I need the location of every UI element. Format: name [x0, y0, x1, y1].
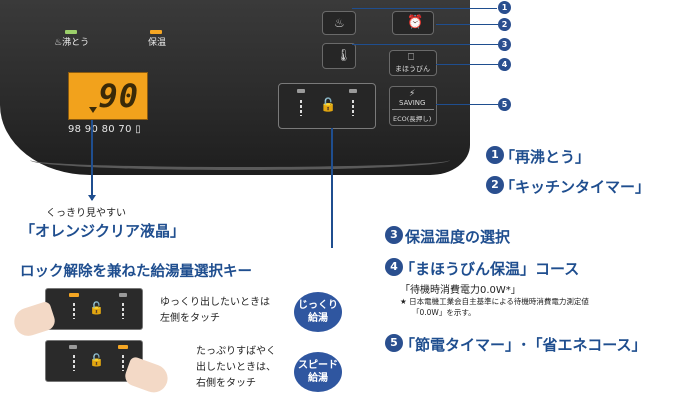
feature-number-4: 4	[385, 258, 403, 276]
lcd-title: 「オレンジクリア液晶」	[20, 222, 186, 240]
feature-note-line1: ★ 日本電機工業会自主基準による待機時消費電力測定値	[400, 297, 589, 306]
finger-icon	[122, 355, 172, 397]
arrow-icon	[88, 195, 96, 201]
left-indicator	[73, 355, 75, 371]
boil-label: ♨沸とう	[54, 38, 90, 48]
fast-text-line1: たっぷりすばやく	[196, 346, 276, 357]
keepwarm-label: 保温	[148, 38, 167, 48]
fast-text-line3: 右側をタッチ	[196, 378, 256, 389]
thermometer-icon: 🌡	[336, 48, 352, 62]
lock-title: ロック解除を兼ねた給湯量選択キー	[20, 263, 252, 280]
right-led-lit	[118, 345, 128, 349]
lock-callout-line	[331, 128, 333, 248]
reboil-button[interactable]: ♨	[322, 11, 356, 35]
finger-icon	[10, 300, 58, 340]
callout-number-5: 5	[498, 98, 511, 111]
callout-line-3	[352, 44, 498, 45]
lock-icon: 🔓	[320, 98, 337, 113]
fast-text-line2: 出したいときは、	[196, 362, 276, 373]
feature-note-line2: 「0.0W」を示す。	[412, 308, 476, 317]
lightning-icon: ⚡	[409, 89, 416, 99]
boil-led	[65, 30, 77, 34]
callout-line-1	[352, 8, 497, 9]
callout-number-2: 2	[498, 18, 511, 31]
saving-eco-button[interactable]: ⚡ SAVING ECO(長押し)	[389, 86, 437, 126]
feature-number-5: 5	[385, 334, 403, 352]
right-indicator	[122, 303, 124, 319]
feature-temp-select: 保温温度の選択	[405, 228, 511, 246]
feature-mahoubin: 「まほうびん保温」コース	[400, 260, 580, 278]
lcd-caption: くっきり見やすい	[46, 208, 126, 219]
right-led	[349, 89, 357, 93]
left-led-lit	[69, 293, 79, 297]
callout-number-3: 3	[498, 38, 511, 51]
lock-quantity-key[interactable]: 🔓	[278, 83, 376, 129]
panel-rim	[30, 150, 450, 170]
eco-label: ECO(長押し)	[393, 115, 432, 123]
feature-saving-eco: 「節電タイマー」･「省エネコース」	[400, 336, 647, 354]
left-indicator	[73, 303, 75, 319]
feature-number-1: 1	[486, 146, 504, 164]
fast-badge: スピード給湯	[294, 352, 342, 392]
slow-badge: じっくり給湯	[294, 292, 342, 332]
mahoubin-button[interactable]: ⎕ まほうびん	[389, 50, 437, 76]
feature-number-3: 3	[385, 226, 403, 244]
saving-label: SAVING	[399, 99, 426, 107]
callout-line-5	[436, 104, 498, 105]
lcd-callout-line	[91, 120, 93, 200]
mahoubin-button-label: まほうびん	[395, 65, 430, 73]
feature-mahoubin-sub: 「待機時消費電力0.0W*」	[400, 285, 521, 296]
keepwarm-led	[150, 30, 162, 34]
alarm-clock-icon: ⏰	[407, 15, 424, 30]
lock-icon: 🔓	[89, 301, 104, 315]
kettle-icon: ♨	[334, 16, 345, 30]
slow-text-line1: ゆっくり出したいときは	[160, 297, 270, 308]
divider	[392, 109, 434, 110]
orange-lcd-display: 90	[68, 72, 148, 120]
right-led	[119, 293, 127, 297]
lcd-pointer-icon	[89, 107, 97, 113]
temperature-scale: 98 90 80 70 ▯	[68, 124, 142, 135]
lock-key-slow-example: 🔓	[45, 288, 143, 330]
callout-number-1: 1	[498, 1, 511, 14]
callout-line-2	[436, 24, 498, 25]
left-led	[69, 345, 77, 349]
callout-number-4: 4	[498, 58, 511, 71]
kettle-icon: ♨	[54, 38, 63, 48]
feature-number-2: 2	[486, 176, 504, 194]
mahoubin-small-icon: ▯	[135, 124, 142, 135]
slow-text-line2: 左側をタッチ	[160, 313, 220, 324]
left-indicator	[300, 100, 302, 116]
lock-icon: 🔓	[89, 353, 104, 367]
left-led	[297, 89, 305, 93]
timer-button[interactable]: ⏰	[392, 11, 434, 35]
right-indicator	[122, 355, 124, 371]
feature-kitchen-timer: 「キッチンタイマー」	[500, 178, 651, 196]
feature-reboil: 「再沸とう」	[500, 148, 591, 166]
temperature-select-button[interactable]: 🌡	[322, 43, 356, 69]
mahoubin-icon: ⎕	[408, 52, 414, 63]
callout-line-4	[436, 64, 498, 65]
right-indicator	[352, 100, 354, 116]
lcd-temperature: 90	[98, 77, 139, 115]
